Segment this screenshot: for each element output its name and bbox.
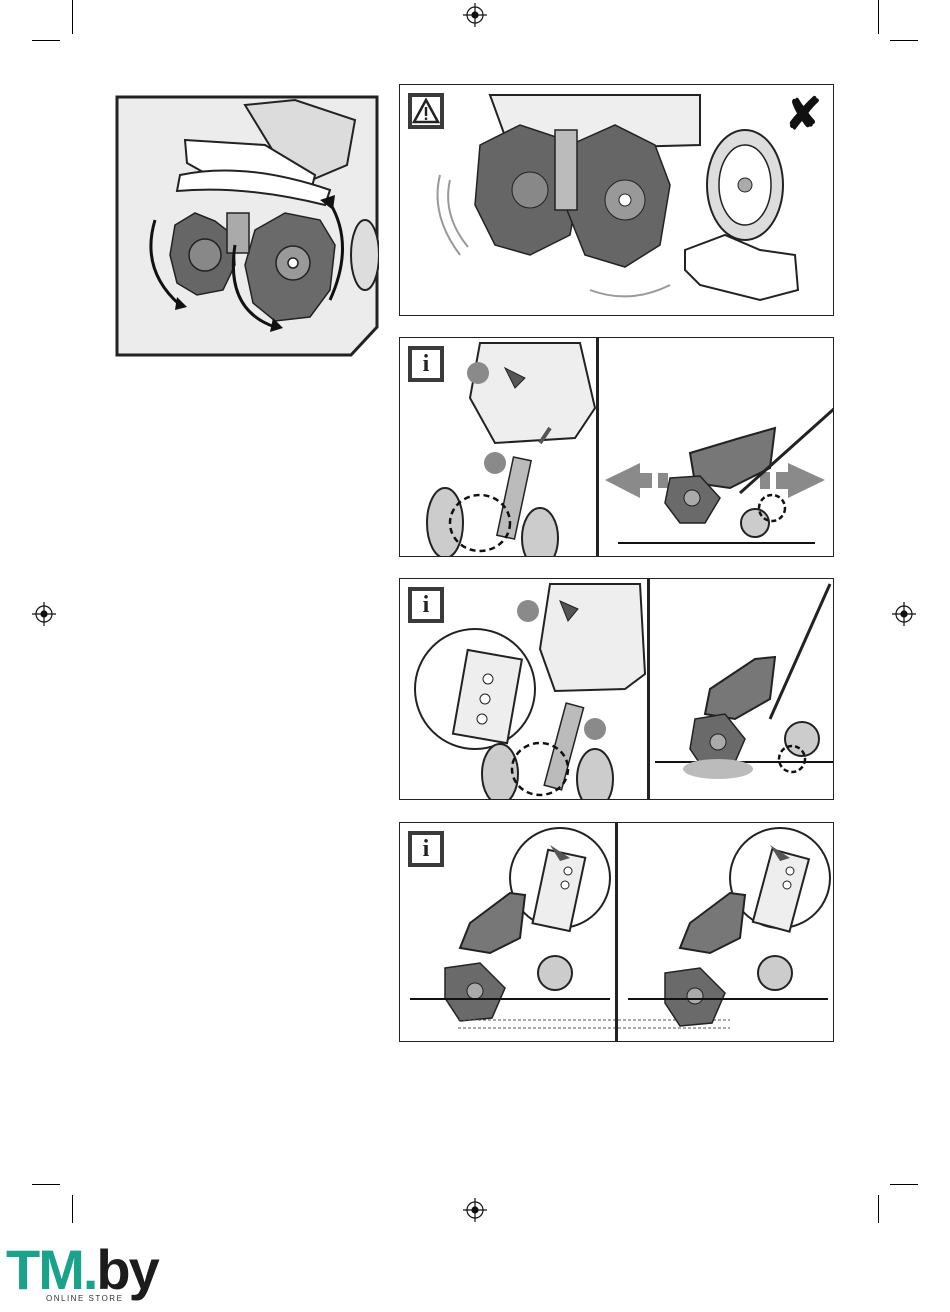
crop-mark-top-right-h — [890, 40, 918, 41]
tines-rotation-illustration — [115, 95, 379, 357]
info-icon-box: i — [408, 831, 444, 867]
info-icon: i — [412, 591, 440, 619]
logo-tm: TM — [6, 1238, 83, 1301]
logo-dot: . — [83, 1238, 97, 1301]
crop-mark-top-left-h — [32, 40, 60, 41]
working-position-illustration — [400, 579, 834, 800]
crop-mark-top-left-v — [72, 0, 73, 34]
info-panel-depth-adjust: i — [399, 578, 834, 800]
crop-mark-top-right-v — [878, 0, 879, 34]
warning-panel: ✘ — [399, 84, 834, 316]
crop-mark-bottom-right-h — [890, 1184, 918, 1185]
logo-wordmark: TM.by — [6, 1240, 158, 1300]
info-icon-box: i — [408, 587, 444, 623]
logo-subtitle: ONLINE STORE — [46, 1294, 123, 1303]
info-panel-wheel-transport: i — [399, 337, 834, 557]
crop-mark-bottom-left-h — [32, 1184, 60, 1185]
transport-illustration — [400, 338, 834, 557]
info-icon-box: i — [408, 346, 444, 382]
logo-by: by — [96, 1238, 157, 1301]
tmby-logo: TM.by ONLINE STORE — [6, 1240, 166, 1306]
info-icon: i — [412, 350, 440, 378]
warning-illustration — [400, 85, 834, 316]
panel-divider — [615, 823, 618, 1041]
crop-mark-bottom-right-v — [878, 1195, 879, 1223]
info-panel-depth-comparison: i — [399, 822, 834, 1042]
crop-mark-bottom-left-v — [72, 1195, 73, 1223]
info-icon: i — [412, 835, 440, 863]
